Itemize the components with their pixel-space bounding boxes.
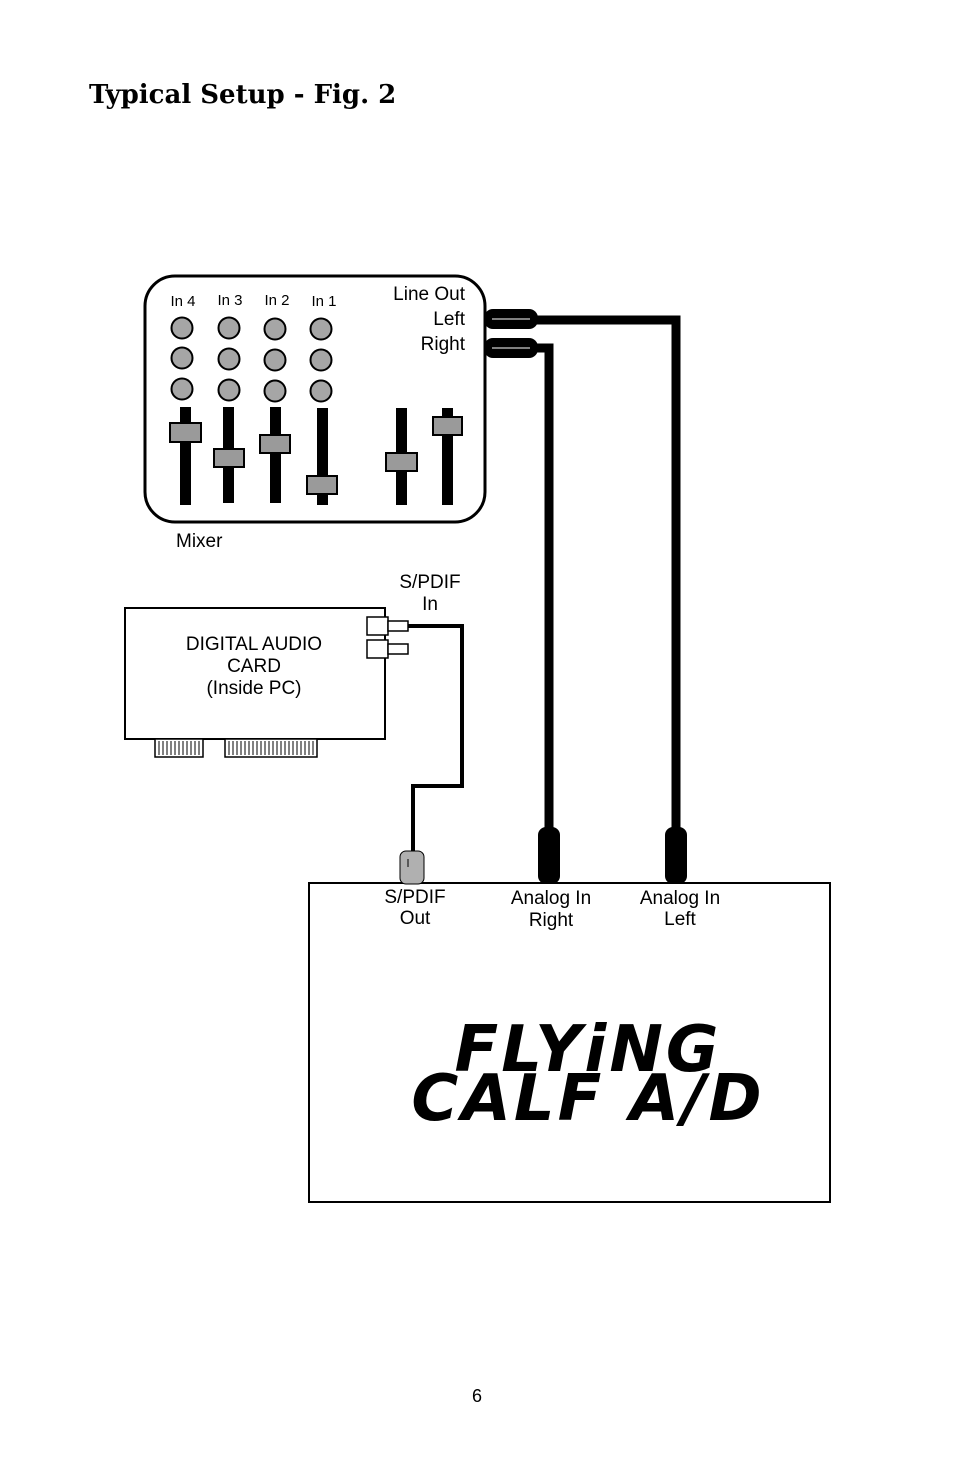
- fader-caps: [169, 416, 463, 495]
- spdif-in-label: S/PDIF: [399, 572, 460, 593]
- audio-card-title: DIGITAL AUDIO: [186, 634, 322, 655]
- spdif-in-jack[interactable]: [366, 616, 389, 636]
- spdif-in-jack-tip: [387, 620, 409, 632]
- spdif-cable: [408, 624, 464, 852]
- knob[interactable]: [217, 347, 241, 371]
- analog-in-right-plug: [538, 827, 560, 884]
- line-out-right-cable: [530, 343, 554, 835]
- fader-track: [180, 407, 191, 505]
- knob[interactable]: [309, 348, 333, 372]
- knob[interactable]: [309, 379, 333, 403]
- brand-logo-line-2: CALF A/D: [411, 1062, 764, 1136]
- brand-logo-line-1: FLYiNG: [455, 1013, 722, 1087]
- spdif-jacks: [366, 616, 409, 659]
- knob[interactable]: [309, 317, 333, 341]
- knob[interactable]: [263, 348, 287, 372]
- audio-card-subtitle: CARD: [227, 656, 281, 677]
- audio-card-edge-connector: [154, 738, 318, 758]
- line-out-label: Line Out: [393, 284, 466, 305]
- fader-line-out-right[interactable]: [432, 416, 463, 436]
- fader-in-2[interactable]: [259, 434, 291, 454]
- analog-in-right-label: Analog In: [511, 888, 591, 909]
- mixer-knobs: [170, 316, 333, 403]
- spdif-out-jack[interactable]: [366, 639, 389, 659]
- knob[interactable]: [170, 377, 194, 401]
- flying-calf-converter: S/PDIF Out Analog In Right Analog In Lef…: [308, 827, 831, 1203]
- knob[interactable]: [263, 379, 287, 403]
- fader-line-out-left[interactable]: [385, 452, 418, 472]
- page-title: Typical Setup - Fig. 2: [89, 80, 397, 110]
- mixer: In 4 In 3 In 2 In 1: [143, 274, 538, 552]
- spdif-out-jack-tip: [387, 643, 409, 655]
- page-number: 6: [471, 1386, 482, 1406]
- channel-label-in-3: In 3: [217, 292, 242, 309]
- fader-track: [270, 407, 281, 503]
- converter-body: [308, 882, 831, 1203]
- digital-audio-card: DIGITAL AUDIO CARD (Inside PC): [124, 572, 461, 758]
- fader-in-4[interactable]: [169, 422, 202, 443]
- channel-label-in-2: In 2: [264, 292, 289, 309]
- knob[interactable]: [263, 317, 287, 341]
- spdif-out-plug: [399, 850, 425, 885]
- analog-in-left-label-sub: Left: [664, 909, 696, 930]
- line-out-right-label: Right: [421, 334, 466, 355]
- line-out-left-cable: [530, 315, 681, 835]
- fader-track: [317, 408, 328, 505]
- knob[interactable]: [217, 378, 241, 402]
- channel-label-in-1: In 1: [311, 293, 336, 310]
- fader-in-1[interactable]: [306, 475, 338, 495]
- knob[interactable]: [170, 316, 194, 340]
- spdif-out-label: S/PDIF: [384, 887, 445, 908]
- analog-in-left-label: Analog In: [640, 888, 720, 909]
- line-out-left-label: Left: [433, 309, 465, 330]
- fader-in-3[interactable]: [213, 448, 245, 468]
- knob[interactable]: [217, 316, 241, 340]
- spdif-in-label-sub: In: [422, 594, 438, 615]
- channel-label-in-4: In 4: [170, 293, 195, 310]
- audio-card-note: (Inside PC): [206, 678, 301, 699]
- knob[interactable]: [170, 346, 194, 370]
- fader-track: [442, 408, 453, 505]
- analog-in-left-plug: [665, 827, 687, 884]
- spdif-out-label-sub: Out: [400, 908, 431, 929]
- analog-in-right-label-sub: Right: [529, 910, 574, 931]
- mixer-label: Mixer: [176, 531, 223, 552]
